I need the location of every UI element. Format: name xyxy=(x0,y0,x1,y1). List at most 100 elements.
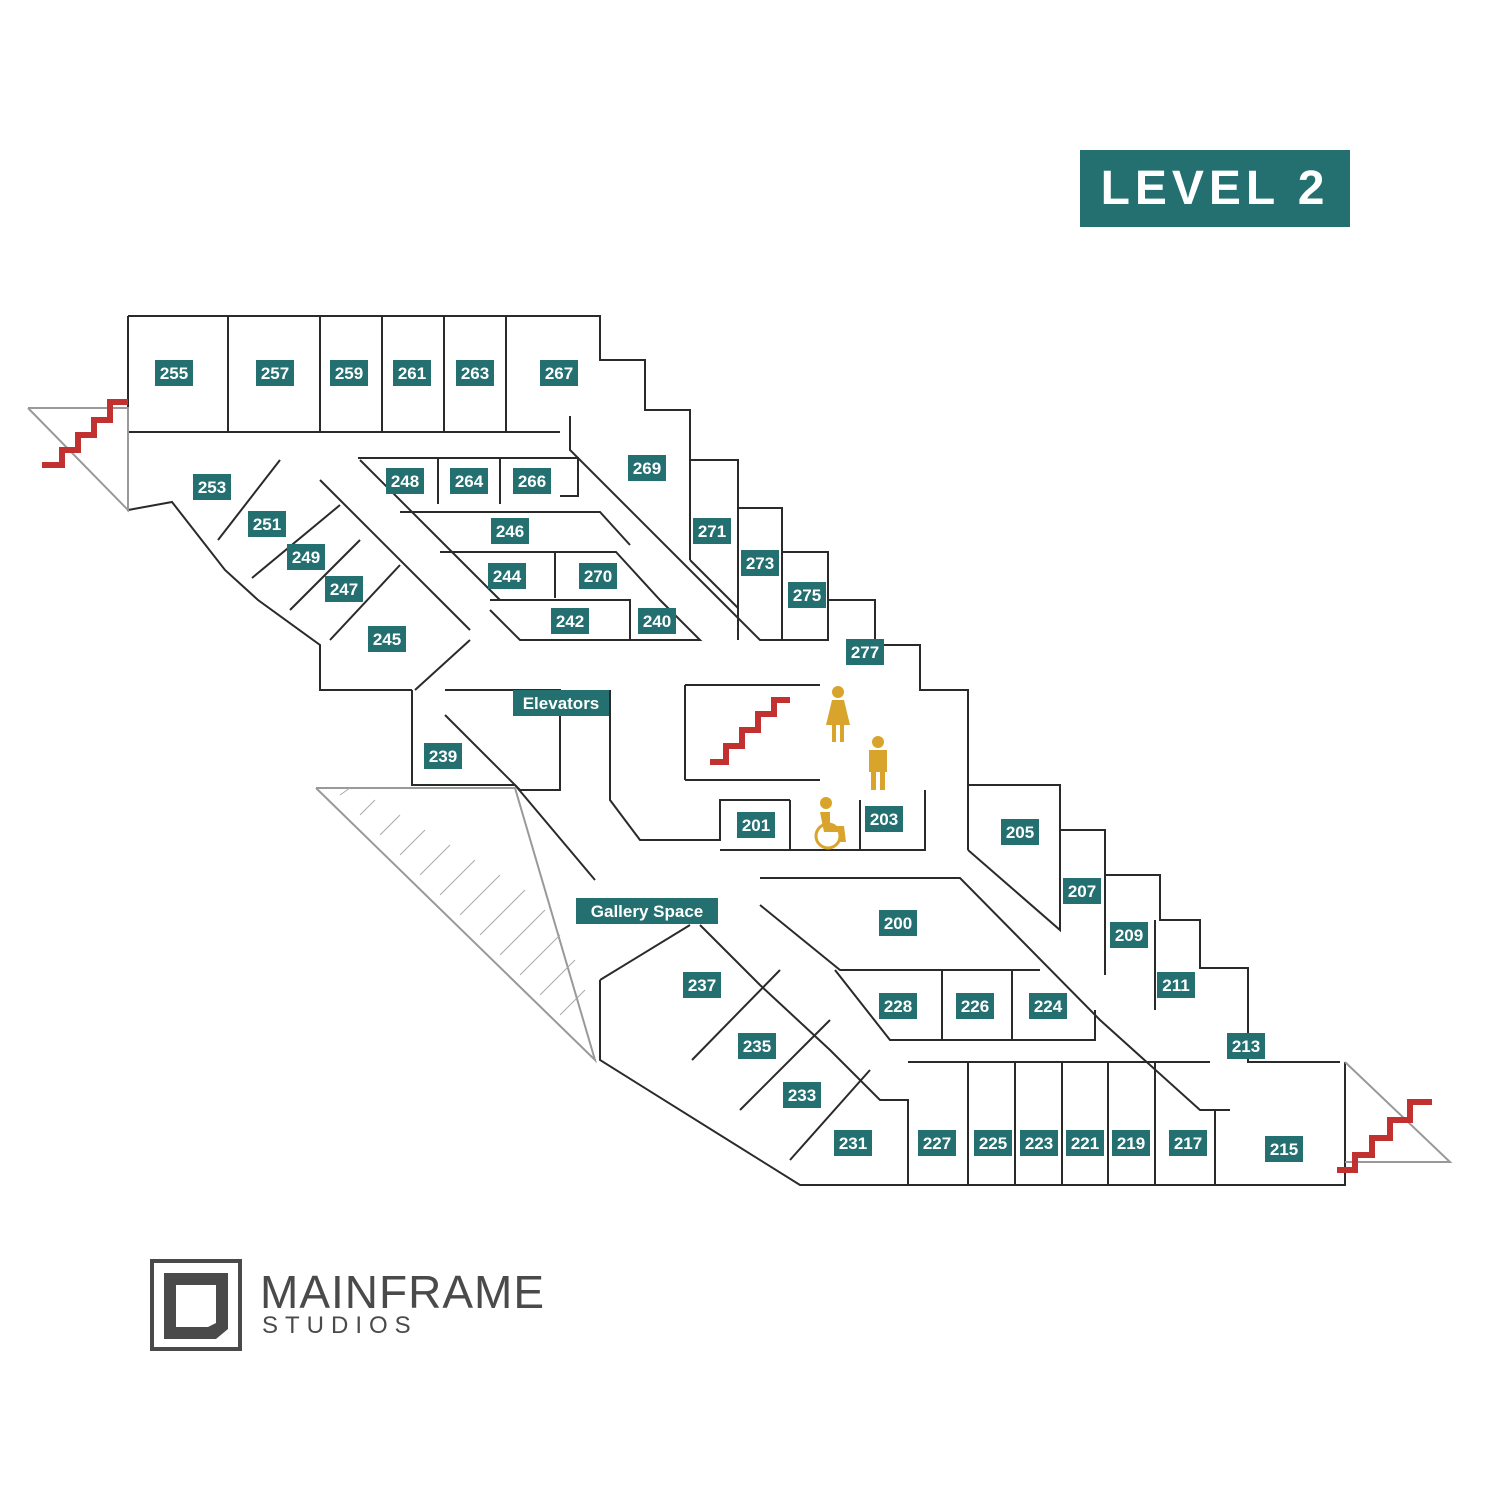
room-label-257-text: 257 xyxy=(261,364,289,383)
room-label-237: 237 xyxy=(683,972,721,998)
room-label-239-text: 239 xyxy=(429,747,457,766)
restroom-icons xyxy=(814,686,887,850)
room-label-273-text: 273 xyxy=(746,554,774,573)
room-label-228-text: 228 xyxy=(884,997,912,1016)
room-label-273: 273 xyxy=(741,550,779,576)
room-label-266-text: 266 xyxy=(518,472,546,491)
room-label-255-text: 255 xyxy=(160,364,188,383)
room-label-207: 207 xyxy=(1063,878,1101,904)
room-label-205: 205 xyxy=(1001,819,1039,845)
room-label-270: 270 xyxy=(579,563,617,589)
room-label-239: 239 xyxy=(424,743,462,769)
room-label-246-text: 246 xyxy=(496,522,524,541)
room-label-200-text: 200 xyxy=(884,914,912,933)
room-label-253-text: 253 xyxy=(198,478,226,497)
room-label-242-text: 242 xyxy=(556,612,584,631)
logo-subtitle: STUDIOS xyxy=(262,1312,418,1339)
room-label-211-text: 211 xyxy=(1162,976,1189,995)
room-label-266: 266 xyxy=(513,468,551,494)
room-label-219-text: 219 xyxy=(1117,1134,1145,1153)
room-label-261-text: 261 xyxy=(398,364,426,383)
room-label-205-text: 205 xyxy=(1006,823,1034,842)
area-label-gallery: Gallery Space xyxy=(576,898,718,924)
room-label-270-text: 270 xyxy=(584,567,612,586)
room-label-249-text: 249 xyxy=(292,548,320,567)
room-label-261: 261 xyxy=(393,360,431,386)
room-label-245-text: 245 xyxy=(373,630,401,649)
room-label-245: 245 xyxy=(368,626,406,652)
room-label-235-text: 235 xyxy=(743,1037,771,1056)
room-label-242: 242 xyxy=(551,608,589,634)
women-restroom-icon xyxy=(826,686,850,742)
room-label-213-text: 213 xyxy=(1232,1037,1260,1056)
room-label-231-text: 231 xyxy=(839,1134,867,1153)
room-label-244-text: 244 xyxy=(493,567,522,586)
room-label-223: 223 xyxy=(1020,1130,1058,1156)
room-label-271: 271 xyxy=(693,518,731,544)
room-label-231: 231 xyxy=(834,1130,872,1156)
room-label-209: 209 xyxy=(1110,922,1148,948)
room-label-240-text: 240 xyxy=(643,612,671,631)
room-label-221-text: 221 xyxy=(1071,1134,1099,1153)
room-label-215-text: 215 xyxy=(1270,1140,1298,1159)
room-label-247-text: 247 xyxy=(330,580,358,599)
room-label-249: 249 xyxy=(287,544,325,570)
room-label-225-text: 225 xyxy=(979,1134,1007,1153)
room-label-255: 255 xyxy=(155,360,193,386)
room-label-201: 201 xyxy=(737,812,775,838)
room-label-277: 277 xyxy=(846,639,884,665)
room-label-240: 240 xyxy=(638,608,676,634)
room-label-251-text: 251 xyxy=(253,515,281,534)
room-label-263: 263 xyxy=(456,360,494,386)
room-label-235: 235 xyxy=(738,1033,776,1059)
mainframe-logo-icon xyxy=(150,1259,242,1351)
room-label-269-text: 269 xyxy=(633,459,661,478)
area-label-elevators-text: Elevators xyxy=(523,694,600,713)
room-label-244: 244 xyxy=(488,563,526,589)
room-label-219: 219 xyxy=(1112,1130,1150,1156)
room-label-267: 267 xyxy=(540,360,578,386)
room-label-269: 269 xyxy=(628,455,666,481)
room-label-246: 246 xyxy=(491,518,529,544)
room-label-224-text: 224 xyxy=(1034,997,1063,1016)
logo-wordmark: MAINFRAME xyxy=(260,1266,545,1318)
room-label-277-text: 277 xyxy=(851,643,879,662)
room-label-275-text: 275 xyxy=(793,586,821,605)
room-label-263-text: 263 xyxy=(461,364,489,383)
room-label-233: 233 xyxy=(783,1082,821,1108)
room-label-275: 275 xyxy=(788,582,826,608)
room-label-200: 200 xyxy=(879,910,917,936)
room-label-271-text: 271 xyxy=(698,522,726,541)
room-label-248: 248 xyxy=(386,468,424,494)
room-label-227: 227 xyxy=(918,1130,956,1156)
room-label-217: 217 xyxy=(1169,1130,1207,1156)
area-label-elevators: Elevators xyxy=(513,690,609,716)
room-label-227-text: 227 xyxy=(923,1134,951,1153)
room-label-257: 257 xyxy=(256,360,294,386)
room-label-201-text: 201 xyxy=(742,816,770,835)
room-label-237-text: 237 xyxy=(688,976,716,995)
room-label-259-text: 259 xyxy=(335,364,363,383)
room-label-213: 213 xyxy=(1227,1033,1265,1059)
stairs-icon xyxy=(42,399,1432,1173)
room-label-211: 211 xyxy=(1157,972,1195,998)
room-label-247: 247 xyxy=(325,576,363,602)
men-restroom-icon xyxy=(869,736,887,790)
room-label-253: 253 xyxy=(193,474,231,500)
room-label-251: 251 xyxy=(248,511,286,537)
room-label-233-text: 233 xyxy=(788,1086,816,1105)
gallery-stairs xyxy=(339,787,586,1016)
room-label-223-text: 223 xyxy=(1025,1134,1053,1153)
room-label-226: 226 xyxy=(956,993,994,1019)
room-label-225: 225 xyxy=(974,1130,1012,1156)
accessible-restroom-icon xyxy=(814,797,846,850)
room-label-267-text: 267 xyxy=(545,364,573,383)
room-label-217-text: 217 xyxy=(1174,1134,1202,1153)
room-label-228: 228 xyxy=(879,993,917,1019)
walls xyxy=(27,315,1453,1186)
room-label-203-text: 203 xyxy=(870,810,898,829)
room-label-259: 259 xyxy=(330,360,368,386)
room-label-207-text: 207 xyxy=(1068,882,1096,901)
